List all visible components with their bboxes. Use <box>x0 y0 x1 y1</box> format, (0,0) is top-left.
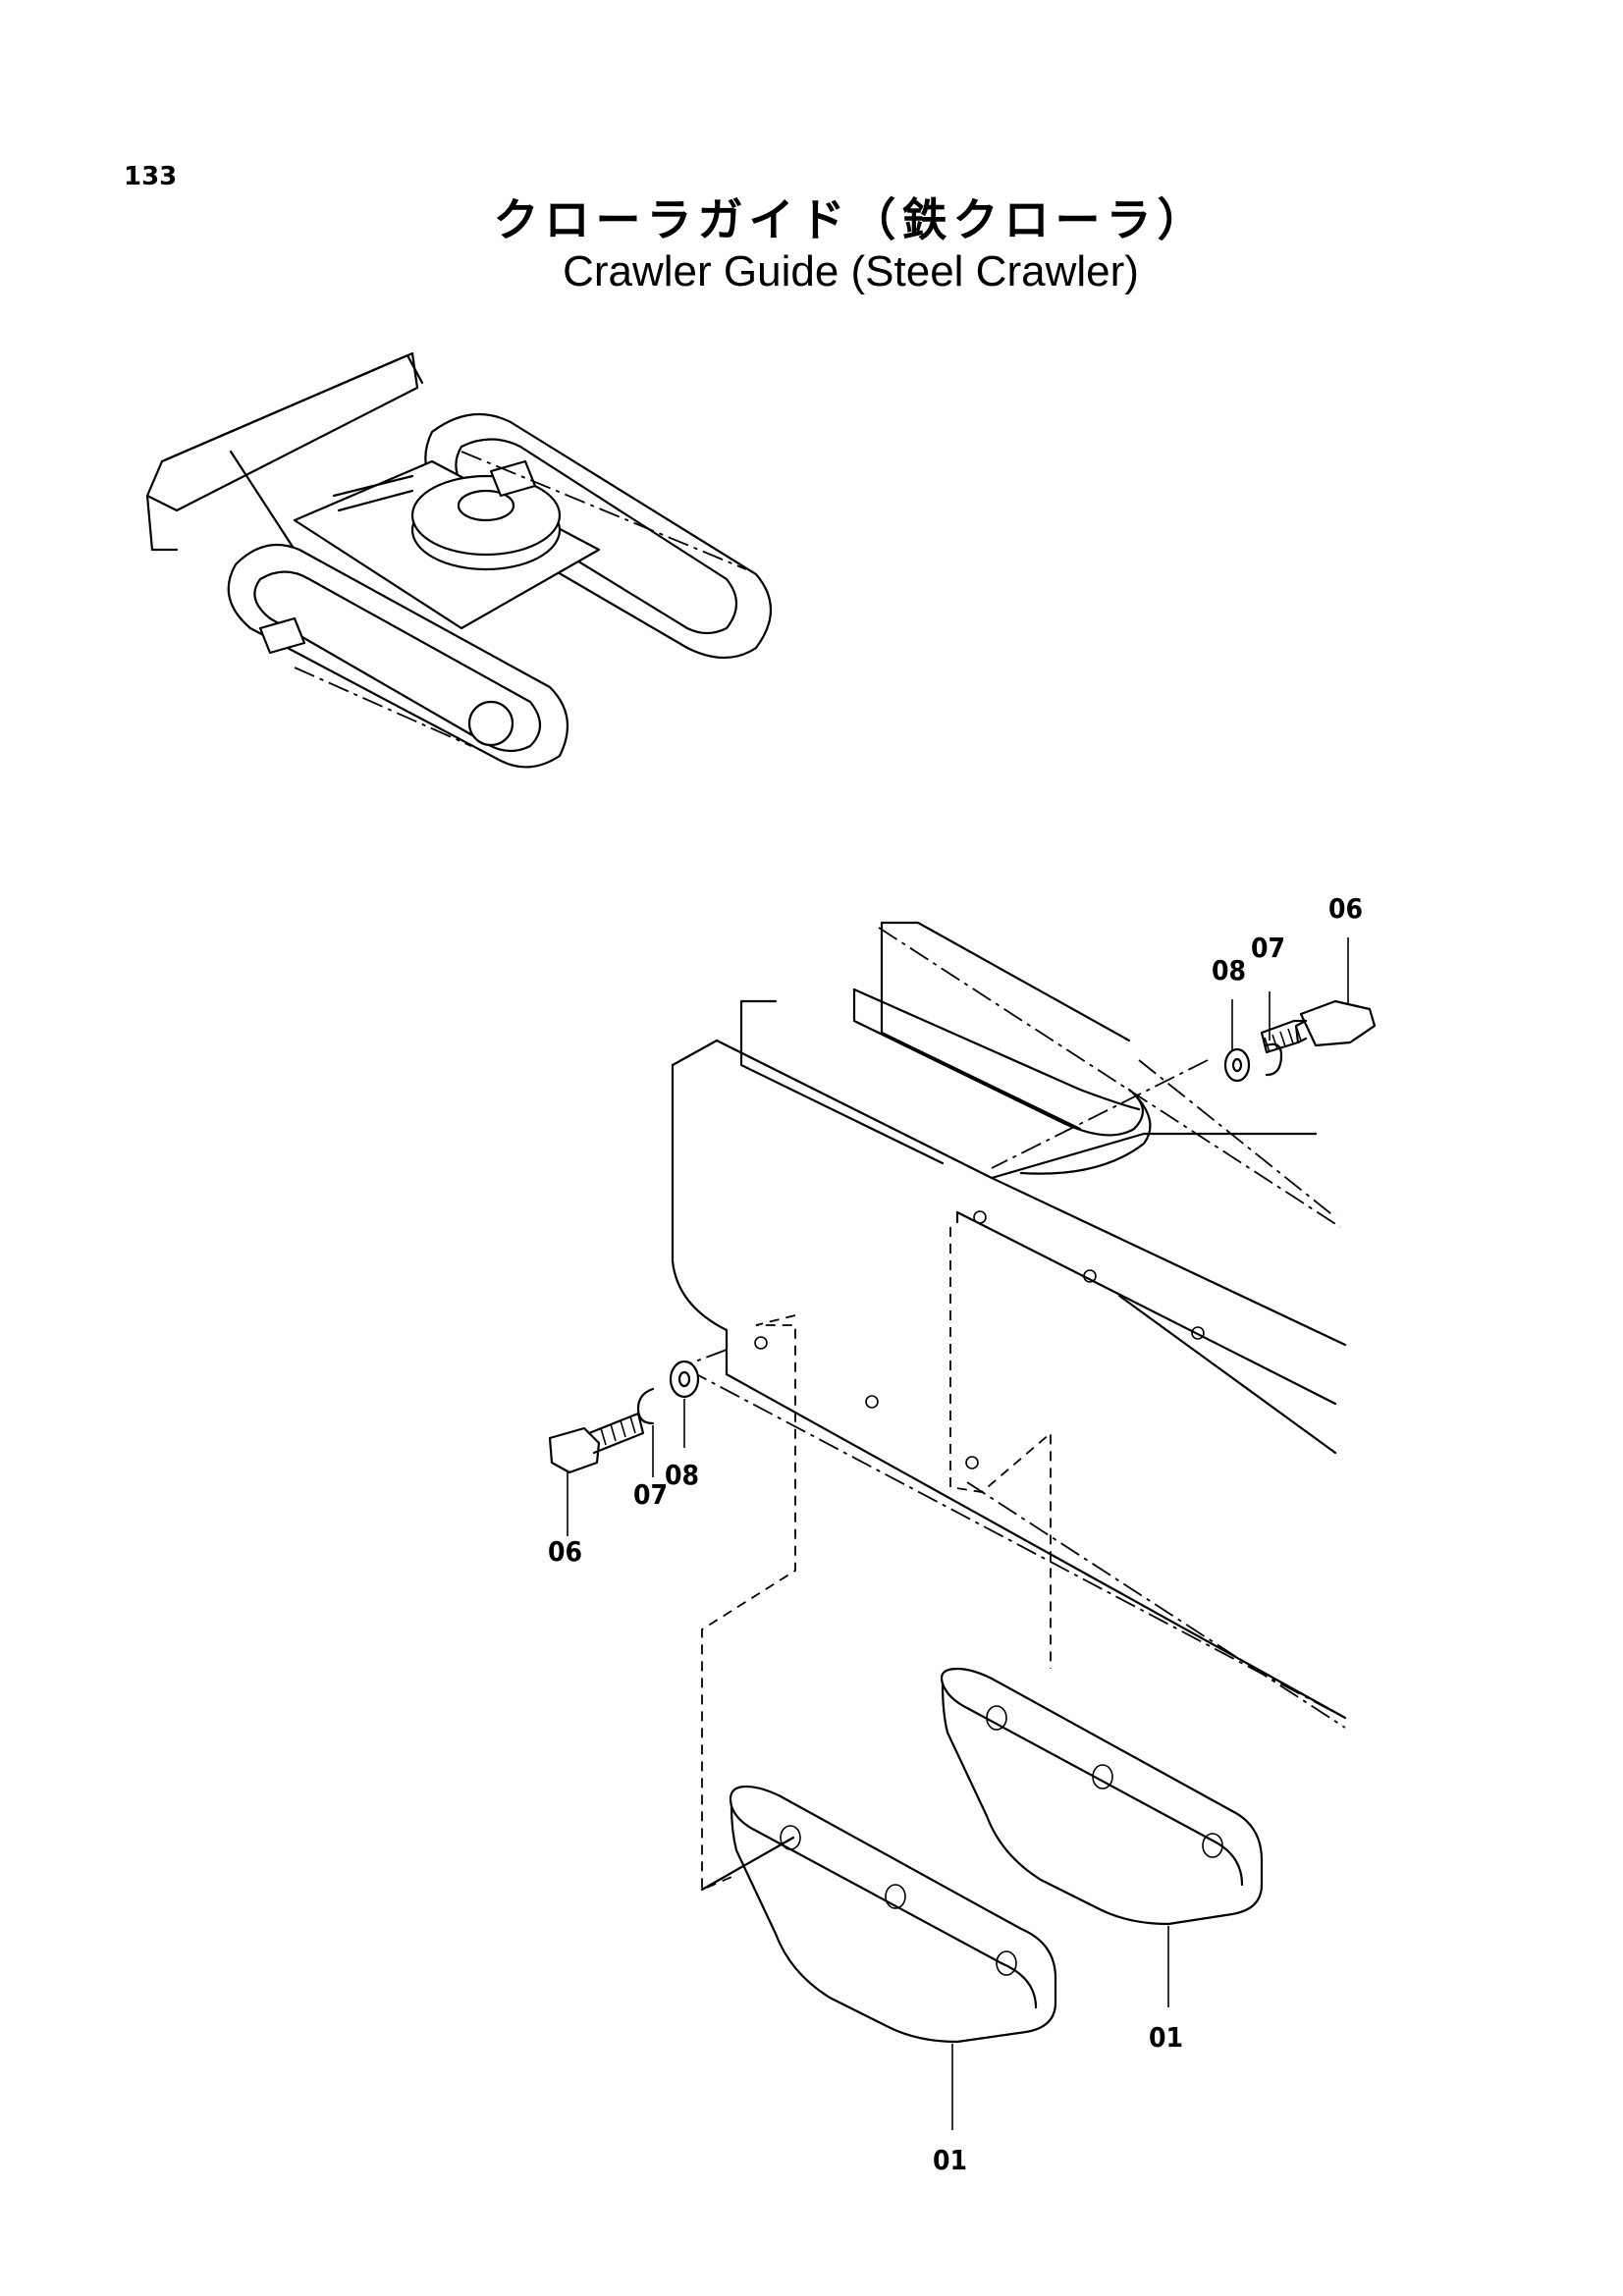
callout-left-washer: 08 <box>665 1459 699 1491</box>
callout-guide-left: 01 <box>933 2144 967 2176</box>
callout-leaders <box>567 937 1349 2130</box>
bolt-assembly-top <box>1223 999 1377 1083</box>
callout-left-spring-washer: 07 <box>633 1478 668 1511</box>
bolt-assembly-left <box>548 1360 700 1474</box>
excavator-overview-illustration <box>145 351 773 769</box>
title-japanese: クローラガイド（鉄クローラ） <box>493 193 1209 246</box>
crawler-guide-plate-right <box>940 1667 1264 1926</box>
callout-guide-right: 01 <box>1149 2021 1183 2054</box>
callout-top-bolt: 06 <box>1328 892 1363 925</box>
callout-left-bolt: 06 <box>548 1535 582 1568</box>
page-number: 133 <box>124 162 178 191</box>
callout-top-spring-washer: 07 <box>1251 932 1285 964</box>
callout-top-washer: 08 <box>1212 954 1246 987</box>
crawler-guide-plate-left <box>729 1785 1057 2044</box>
crawler-guide-exploded-view <box>548 921 1377 2044</box>
title-english: Crawler Guide (Steel Crawler) <box>563 247 1139 295</box>
